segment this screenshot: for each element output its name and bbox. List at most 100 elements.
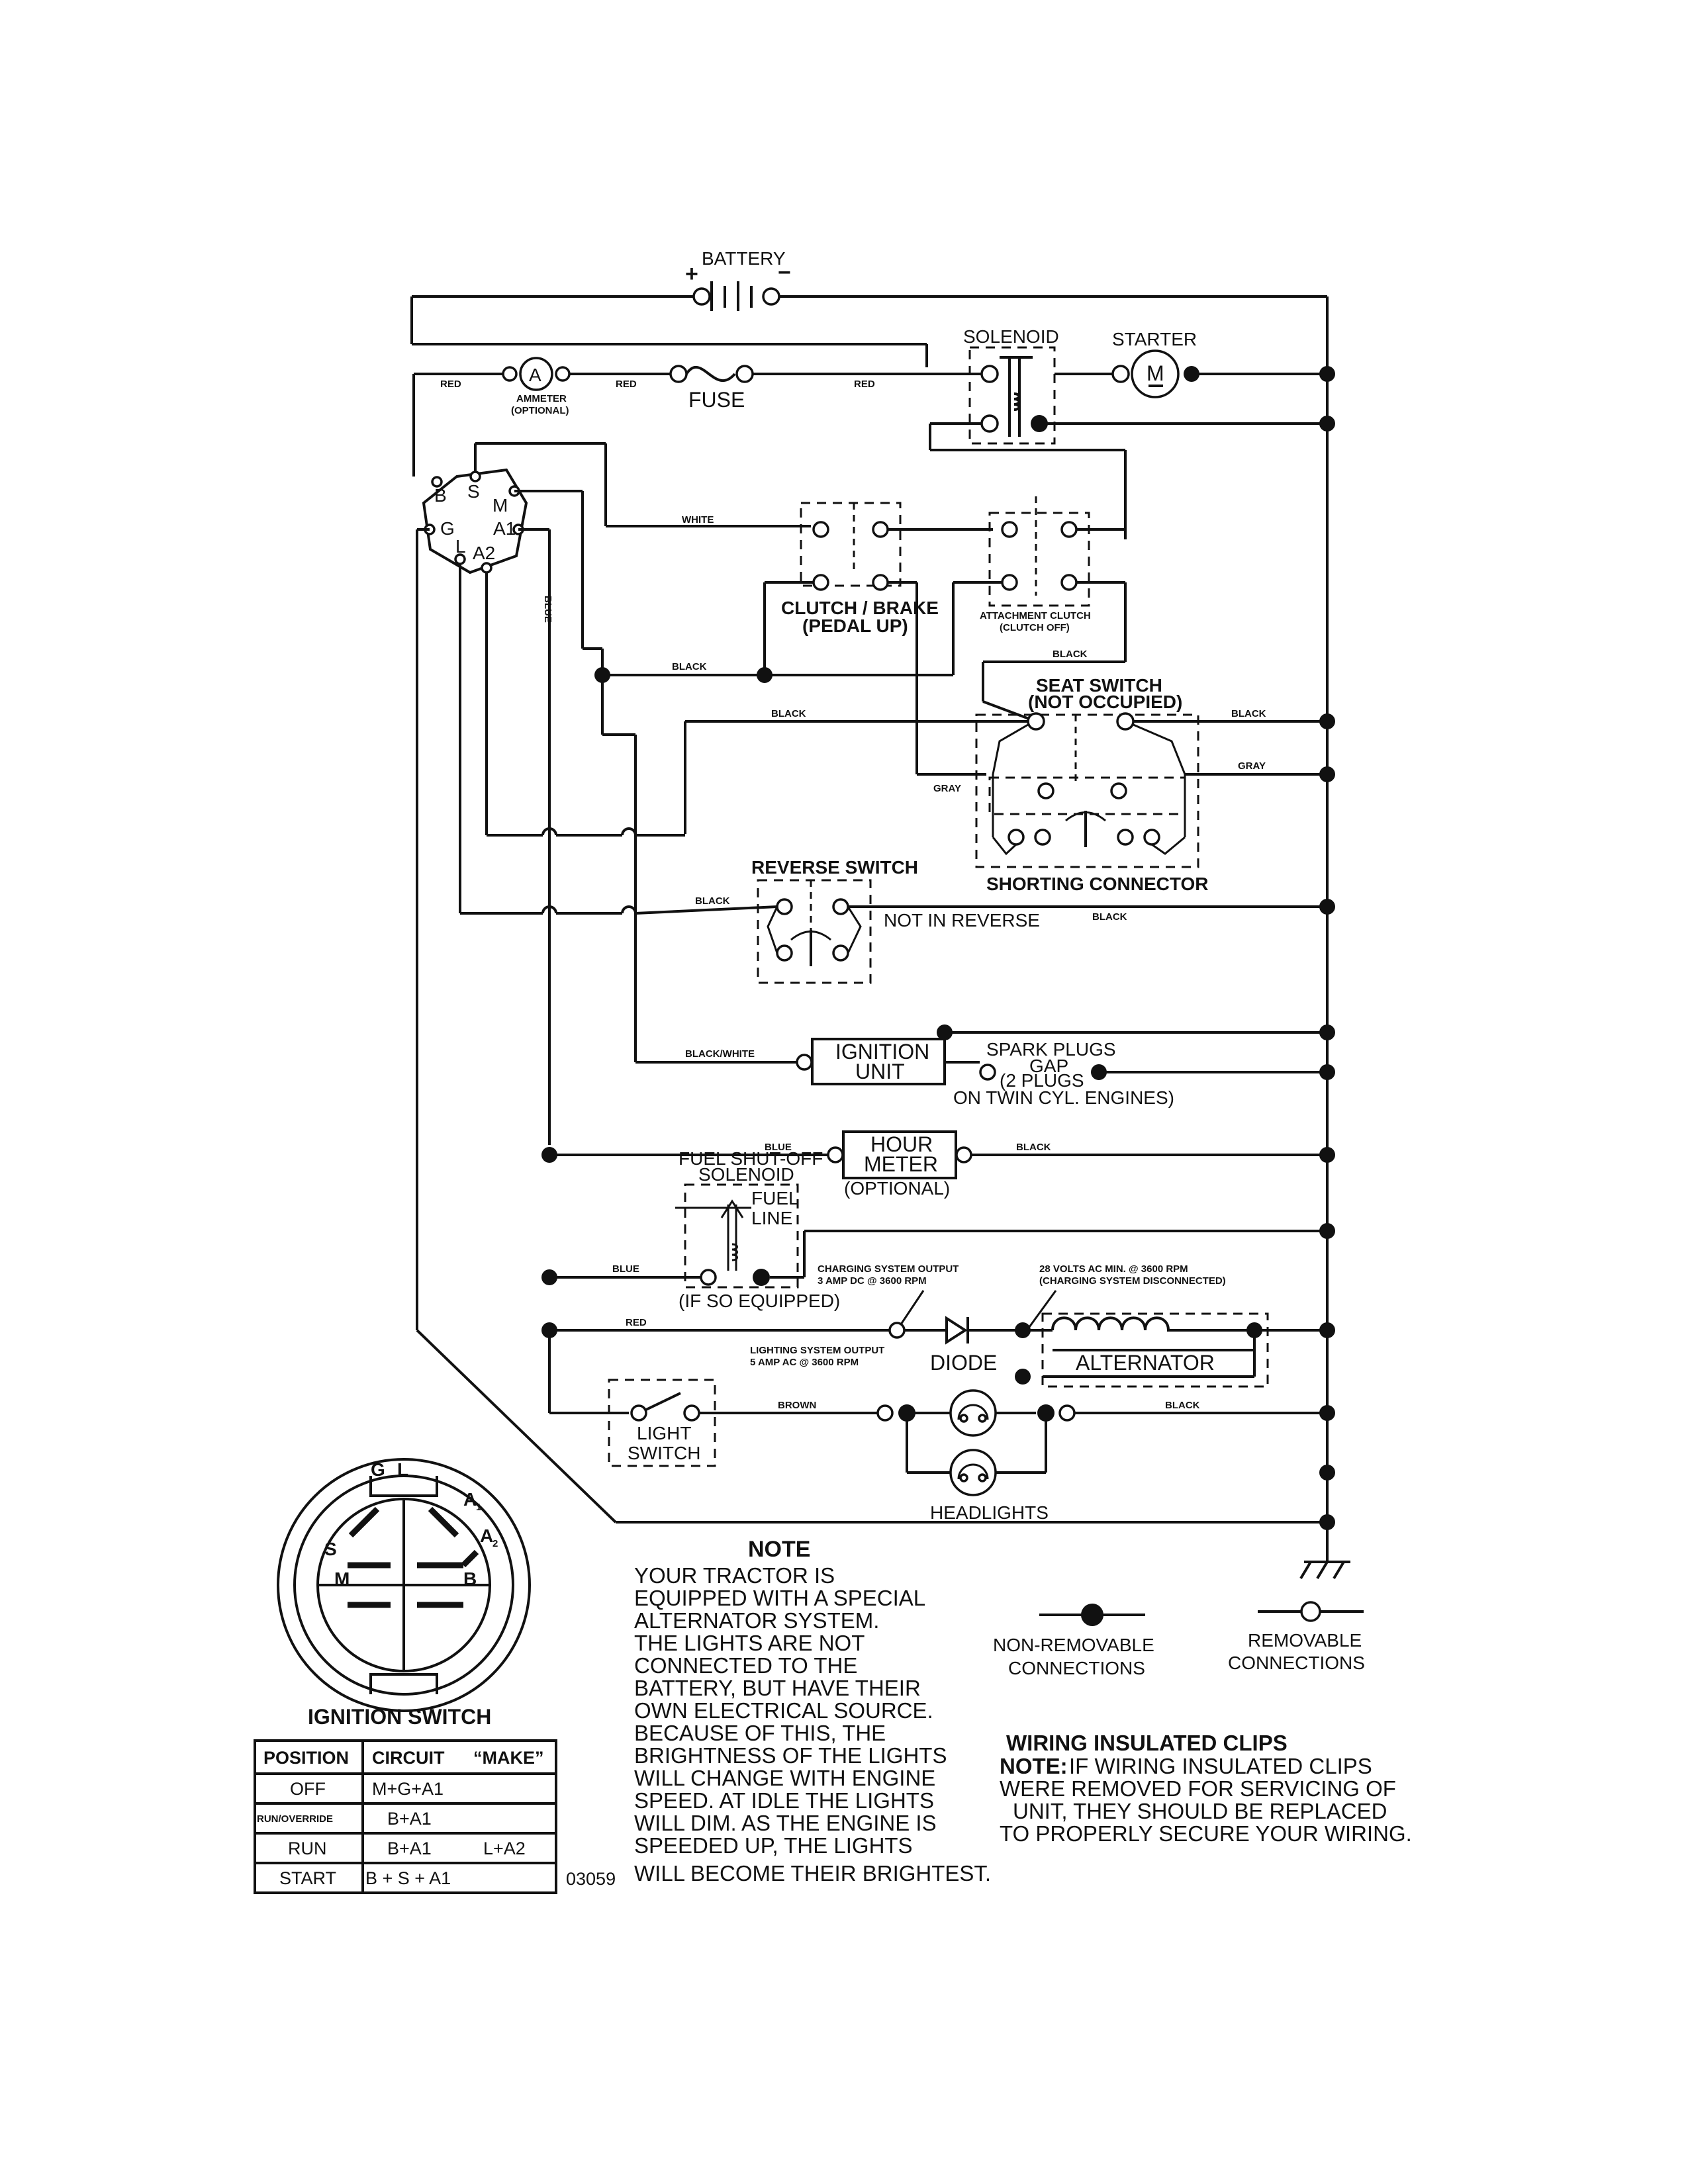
ignition-switch-title: IGNITION SWITCH	[308, 1705, 491, 1729]
light-switch-label-1: LIGHT	[637, 1423, 691, 1443]
ammeter-optional: (OPTIONAL)	[511, 405, 569, 416]
fuse-label: FUSE	[688, 388, 745, 412]
wire-black-reverse: BLACK	[695, 895, 730, 907]
clips-title: WIRING INSULATED CLIPS	[1006, 1731, 1288, 1755]
table-row-circuit: B + S + A1	[365, 1868, 451, 1888]
battery: BATTERY + −	[685, 248, 791, 311]
figure-number: 03059	[566, 1869, 616, 1889]
clutch-brake-state: (PEDAL UP)	[802, 615, 908, 636]
wire-black-seat: BLACK	[771, 708, 806, 719]
clips-line-3: UNIT, THEY SHOULD BE REPLACED	[1013, 1799, 1387, 1823]
table-row-position: RUN	[288, 1839, 327, 1858]
wire-red-2: RED	[616, 379, 637, 390]
table-row-position: RUN/OVERRIDE	[257, 1813, 333, 1825]
ammeter-label: AMMETER	[516, 393, 567, 404]
charging-output-2: 3 AMP DC @ 3600 RPM	[818, 1275, 927, 1287]
ignition-terminal-block: B S M G A1 L A2 BLUE	[416, 442, 1327, 1524]
battery-negative-icon: −	[778, 260, 791, 285]
attachment-clutch-switch: ATTACHMENT CLUTCH (CLUTCH OFF) BLACK	[952, 496, 1127, 723]
seat-switch: SEAT SWITCH (NOT OCCUPIED) BLACK BLACK G…	[684, 675, 1327, 894]
lighting-output-2: 5 AMP AC @ 3600 RPM	[750, 1357, 859, 1368]
switch-face-a2: A	[480, 1525, 493, 1546]
table-row-circuit: B+A1	[387, 1839, 432, 1858]
table-row-position: OFF	[290, 1779, 326, 1799]
wire-black-clutch: BLACK	[672, 661, 707, 672]
shorting-connector-label: SHORTING CONNECTOR	[986, 874, 1209, 894]
wire-black-white: BLACK/WHITE	[685, 1048, 755, 1060]
clips-line-2: WERE REMOVED FOR SERVICING OF	[1000, 1776, 1396, 1801]
note-line: YOUR TRACTOR IS	[634, 1563, 835, 1588]
table-header-position: POSITION	[263, 1748, 349, 1768]
switch-face-a2-sub: 2	[492, 1538, 498, 1549]
red-line: RED RED RED	[412, 373, 983, 477]
table-row-extra: L+A2	[483, 1839, 526, 1858]
terminal-a2: A2	[473, 543, 495, 563]
note-line: THE LIGHTS ARE NOT	[634, 1631, 865, 1655]
terminal-l: L	[455, 536, 466, 557]
starter: STARTER M	[1055, 329, 1327, 398]
wire-gray-left: GRAY	[933, 783, 961, 794]
starter-label: STARTER	[1112, 329, 1197, 349]
clips-line-1: IF WIRING INSULATED CLIPS	[1069, 1754, 1372, 1778]
bus-junctions	[1299, 366, 1350, 1580]
lighting-output-1: LIGHTING SYSTEM OUTPUT	[750, 1345, 884, 1356]
note-line: EQUIPPED WITH A SPECIAL	[634, 1586, 925, 1610]
terminal-m: M	[492, 495, 508, 516]
wire-white: WHITE	[682, 514, 714, 525]
wire-black-headlights: BLACK	[1165, 1400, 1200, 1411]
ignition-unit: BLACK/WHITE IGNITION UNIT SPARK PLUGS GA…	[634, 913, 1327, 1108]
headlight-top-icon	[949, 1389, 997, 1437]
terminal-g: G	[440, 518, 455, 539]
attachment-clutch-label: ATTACHMENT CLUTCH	[980, 610, 1091, 621]
legend-removable-1: REMOVABLE	[1248, 1630, 1362, 1651]
clutch-brake-label: CLUTCH / BRAKE	[781, 598, 939, 618]
charging-output-1: CHARGING SYSTEM OUTPUT	[818, 1263, 959, 1275]
wire-red-1: RED	[440, 379, 461, 390]
spark-plugs-1: SPARK PLUGS	[986, 1039, 1116, 1060]
wire-black-hour: BLACK	[1016, 1142, 1051, 1153]
attachment-clutch-state: (CLUTCH OFF)	[1000, 622, 1070, 633]
wire-black-attachment: BLACK	[1053, 649, 1088, 660]
clutch-brake-switch: WHITE CLUTCH / BRAKE (PEDAL UP)	[682, 502, 993, 675]
wire-red-3: RED	[854, 379, 875, 390]
legend: NON-REMOVABLE CONNECTIONS REMOVABLE CONN…	[993, 1601, 1365, 1678]
fuel-line-label-1: FUEL	[751, 1188, 799, 1208]
terminal-a1: A1	[493, 518, 516, 539]
wire-red-charging: RED	[626, 1317, 647, 1328]
fuel-line-label-2: LINE	[751, 1208, 792, 1228]
ammeter-symbol: A	[529, 365, 541, 385]
note-block: NOTE YOUR TRACTOR IS EQUIPPED WITH A SPE…	[634, 1537, 991, 1886]
battery-label: BATTERY	[702, 248, 786, 269]
ignition-unit-label-1: IGNITION	[835, 1040, 929, 1064]
non-removable-connection-icon	[1081, 1604, 1103, 1626]
note-line: OWN ELECTRICAL SOURCE.	[634, 1698, 933, 1723]
reverse-switch-label: REVERSE SWITCH	[751, 857, 918, 878]
headlights-label: HEADLIGHTS	[930, 1502, 1049, 1523]
reverse-switch: REVERSE SWITCH BLACK BLACK NOT IN REVERS…	[460, 857, 1327, 984]
headlights: BLACK HEADLIGHTS	[876, 1389, 1327, 1523]
note-line: BECAUSE OF THIS, THE	[634, 1721, 886, 1745]
seat-switch-state: (NOT OCCUPIED)	[1028, 692, 1182, 712]
switch-face-l: L	[397, 1459, 408, 1480]
fuel-shutoff-solenoid: FUEL SHUT-OFF SOLENOID FUEL LINE BLUE (I…	[541, 1148, 1327, 1311]
blue-cross-line	[487, 827, 685, 837]
table-row-circuit: B+A1	[387, 1809, 432, 1829]
table-header-make: “MAKE”	[473, 1748, 544, 1768]
charging-system: CHARGING SYSTEM OUTPUT 3 AMP DC @ 3600 R…	[541, 1263, 1327, 1388]
diode-icon	[945, 1316, 968, 1345]
note-line: BRIGHTNESS OF THE LIGHTS	[634, 1743, 947, 1768]
wire-brown: BROWN	[778, 1400, 816, 1411]
volts-2: (CHARGING SYSTEM DISCONNECTED)	[1039, 1275, 1226, 1287]
legend-non-removable-2: CONNECTIONS	[1008, 1658, 1145, 1678]
note-line: WILL BECOME THEIR BRIGHTEST.	[634, 1861, 991, 1886]
volts-1: 28 VOLTS AC MIN. @ 3600 RPM	[1039, 1263, 1188, 1275]
if-so-equipped: (IF SO EQUIPPED)	[679, 1291, 840, 1311]
hour-meter: BLUE HOUR METER BLACK (OPTIONAL)	[541, 1130, 1327, 1199]
spark-plugs-2: GAP	[1029, 1056, 1068, 1076]
note-line: SPEEDED UP, THE LIGHTS	[634, 1833, 913, 1858]
terminal-b: B	[434, 485, 447, 506]
seat-switch-label: SEAT SWITCH	[1036, 675, 1162, 696]
solenoid-label: SOLENOID	[963, 326, 1059, 347]
switch-face-a1: A	[463, 1489, 477, 1510]
